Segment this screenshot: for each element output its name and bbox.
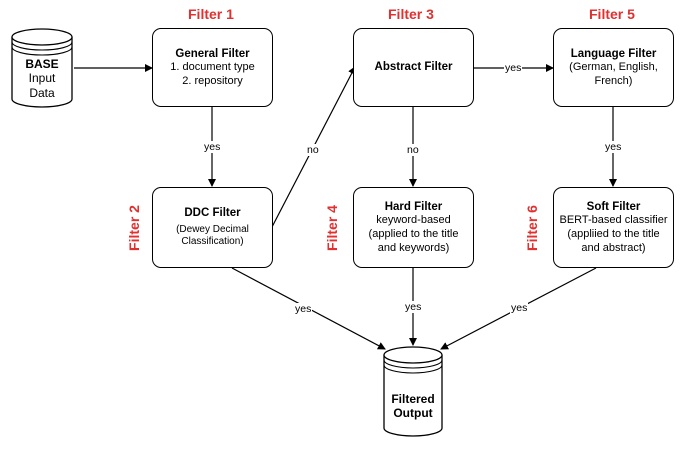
input-line-2: Input xyxy=(28,71,56,86)
soft-filter-desc-2: (appliied to the title xyxy=(567,227,660,240)
abstract-filter-box: Abstract Filter xyxy=(353,28,474,107)
hard-filter-title: Hard Filter xyxy=(384,200,443,213)
hard-filter-desc-3: and keywords) xyxy=(377,241,450,254)
filter-1-heading: Filter 1 xyxy=(188,6,234,22)
ddc-filter-box: DDC Filter (Dewey Decimal Classification… xyxy=(152,187,273,268)
general-filter-item-1: 1. document type xyxy=(170,60,255,73)
language-filter-desc-2: French) xyxy=(594,74,633,87)
edge-label-abstract-language: yes xyxy=(504,62,523,74)
output-data-label: Filtered Output xyxy=(384,392,442,421)
filter-4-heading: Filter 4 xyxy=(324,205,340,251)
filter-6-heading: Filter 6 xyxy=(524,205,540,251)
edge-label-ddc-abstract: no xyxy=(306,144,320,156)
input-data-label: BASE Input Data xyxy=(12,57,72,100)
ddc-filter-title: DDC Filter xyxy=(184,207,241,220)
soft-filter-desc-3: and abstract) xyxy=(581,241,646,254)
language-filter-box: Language Filter (German, English, French… xyxy=(553,28,674,107)
edge-label-language-soft: yes xyxy=(604,141,623,153)
input-line-3: Data xyxy=(29,85,55,100)
output-database-shape xyxy=(383,346,443,437)
language-filter-title: Language Filter xyxy=(570,47,657,60)
general-filter-title: General Filter xyxy=(175,47,250,60)
ddc-filter-desc-1: (Dewey Decimal xyxy=(176,223,249,235)
edge-label-ddc-output: yes xyxy=(294,303,313,315)
hard-filter-box: Hard Filter keyword-based (applied to th… xyxy=(353,187,474,268)
general-filter-box: General Filter 1. document type 2. repos… xyxy=(152,28,273,107)
output-line-2: Output xyxy=(393,406,433,421)
filter-5-heading: Filter 5 xyxy=(589,6,635,22)
filter-3-heading: Filter 3 xyxy=(388,6,434,22)
filter-2-heading: Filter 2 xyxy=(126,205,142,251)
edge-label-abstract-hard: no xyxy=(406,144,420,156)
input-database-shape xyxy=(11,28,73,108)
abstract-filter-title: Abstract Filter xyxy=(374,61,453,74)
input-line-1: BASE xyxy=(25,57,59,71)
edge-label-general-ddc: yes xyxy=(203,141,222,153)
general-filter-item-2: 2. repository xyxy=(182,74,243,87)
language-filter-desc-1: (German, English, xyxy=(569,60,658,73)
ddc-filter-desc-2: Classification) xyxy=(181,236,244,248)
soft-filter-desc-1: BERT-based classifier xyxy=(559,214,668,227)
soft-filter-title: Soft Filter xyxy=(586,200,641,213)
edge-label-soft-output: yes xyxy=(510,302,529,314)
soft-filter-box: Soft Filter BERT-based classifier (appli… xyxy=(553,187,674,268)
output-line-1: Filtered xyxy=(391,392,435,406)
hard-filter-desc-1: keyword-based xyxy=(376,214,451,227)
hard-filter-desc-2: (applied to the title xyxy=(368,227,459,240)
edge-label-hard-output: yes xyxy=(404,301,423,313)
